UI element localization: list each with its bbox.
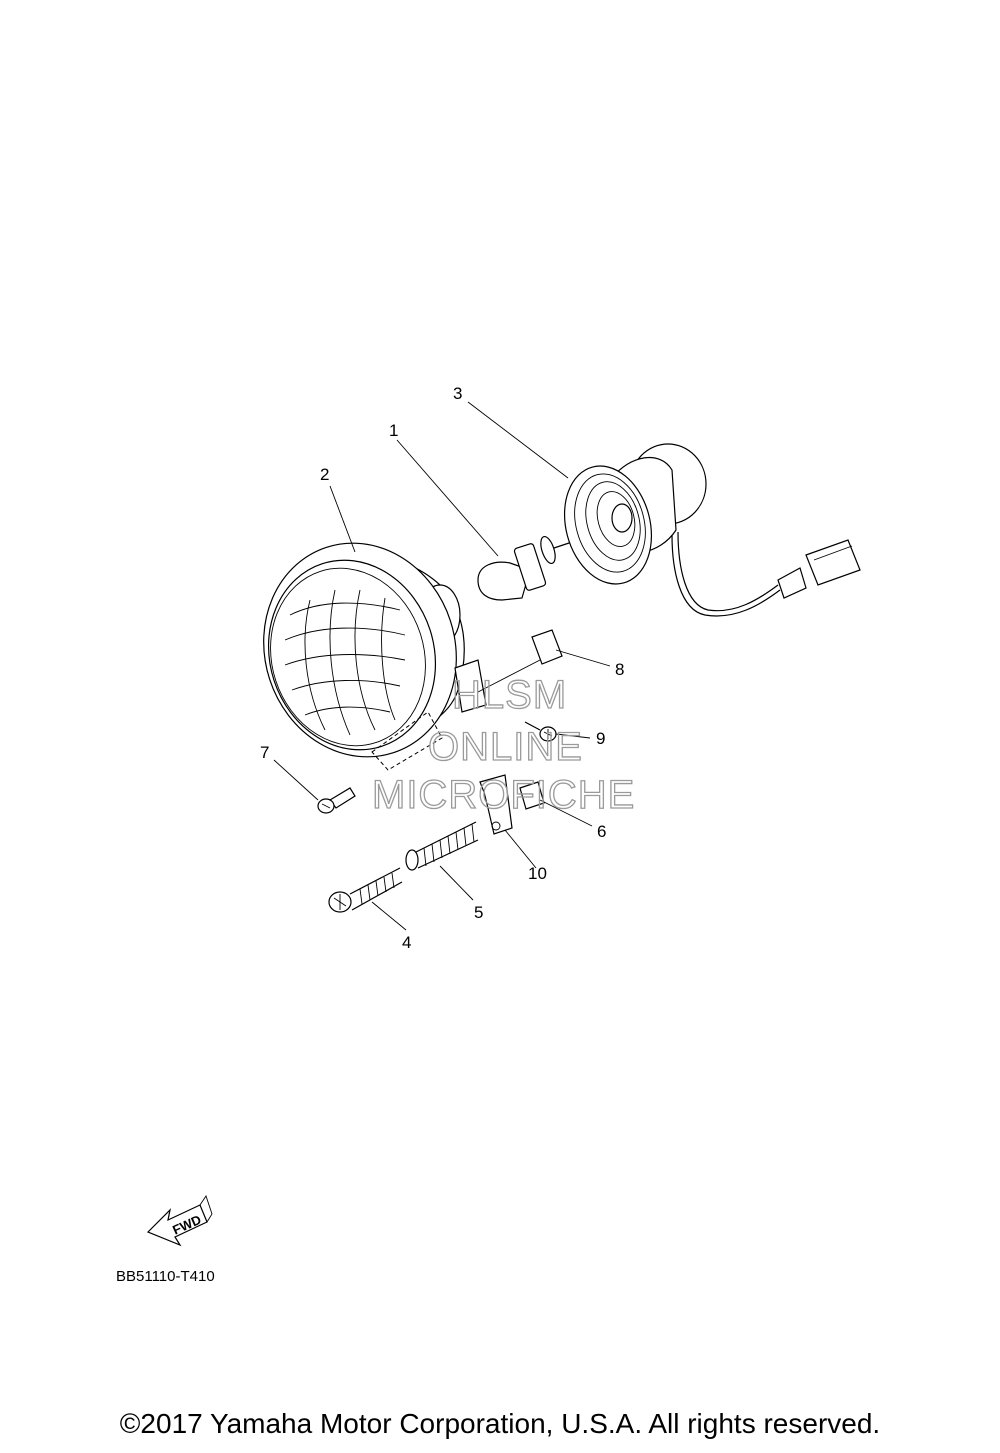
callout-4: 4 xyxy=(402,933,411,952)
watermark: HLSM ONLINE MICROFICHE xyxy=(371,672,635,817)
bracket-10[interactable] xyxy=(479,774,513,835)
clip-nut-8[interactable] xyxy=(531,629,563,665)
fwd-label: FWD xyxy=(170,1212,203,1238)
callout-3: 3 xyxy=(453,384,462,403)
callouts: 1 2 3 4 5 6 7 8 9 10 xyxy=(260,384,624,952)
watermark-line-2: ONLINE xyxy=(428,725,583,769)
bulb[interactable] xyxy=(477,529,609,601)
watermark-line-3: MICROFICHE xyxy=(372,773,635,817)
callout-5: 5 xyxy=(474,903,483,922)
fwd-arrow-icon: FWD xyxy=(146,1194,213,1247)
callout-7: 7 xyxy=(260,743,269,762)
callout-6: 6 xyxy=(597,822,606,841)
callout-10: 10 xyxy=(528,864,547,883)
clip-nut-6[interactable] xyxy=(519,781,545,810)
callout-9: 9 xyxy=(596,729,605,748)
leader-lines xyxy=(273,401,611,931)
callout-8: 8 xyxy=(615,660,624,679)
headlight-unit[interactable] xyxy=(236,518,487,782)
bolt-4[interactable] xyxy=(328,867,403,913)
socket-harness[interactable] xyxy=(552,443,861,617)
watermark-line-1: HLSM xyxy=(452,673,567,717)
spring-5[interactable] xyxy=(405,821,479,871)
callout-1: 1 xyxy=(389,421,398,440)
callout-2: 2 xyxy=(320,465,329,484)
screw-7[interactable] xyxy=(317,787,356,814)
figure-code: BB51110-T410 xyxy=(116,1268,215,1285)
copyright-notice: ©2017 Yamaha Motor Corporation, U.S.A. A… xyxy=(119,1408,881,1439)
